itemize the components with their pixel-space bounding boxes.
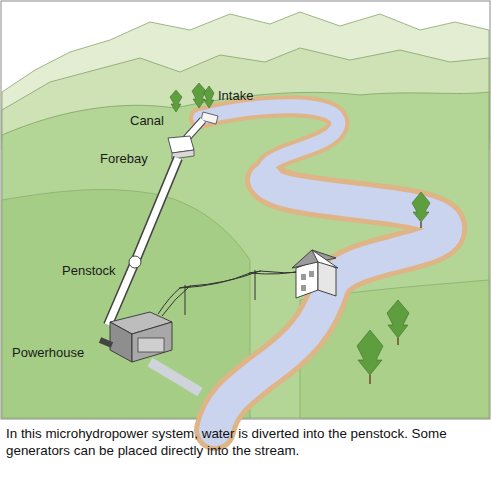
trees bbox=[170, 83, 430, 384]
part-label: Powerhouse bbox=[12, 345, 84, 360]
caption: In this microhydropower system, water is… bbox=[6, 425, 486, 459]
part-label: Intake bbox=[218, 88, 253, 103]
house bbox=[292, 250, 338, 298]
part-label: Canal bbox=[130, 113, 164, 128]
part-label: Forebay bbox=[100, 151, 148, 166]
label-layer: IntakeCanalForebayPenstockPowerhouse bbox=[0, 0, 492, 420]
pipe-joint bbox=[129, 256, 141, 268]
part-label: Penstock bbox=[62, 263, 115, 278]
tailrace bbox=[150, 362, 200, 392]
left-hill bbox=[2, 190, 250, 418]
power-lines bbox=[158, 270, 308, 316]
penstock-pipe bbox=[108, 158, 178, 325]
frame bbox=[1, 1, 490, 419]
powerhouse-building bbox=[100, 312, 172, 362]
river bbox=[200, 106, 446, 430]
